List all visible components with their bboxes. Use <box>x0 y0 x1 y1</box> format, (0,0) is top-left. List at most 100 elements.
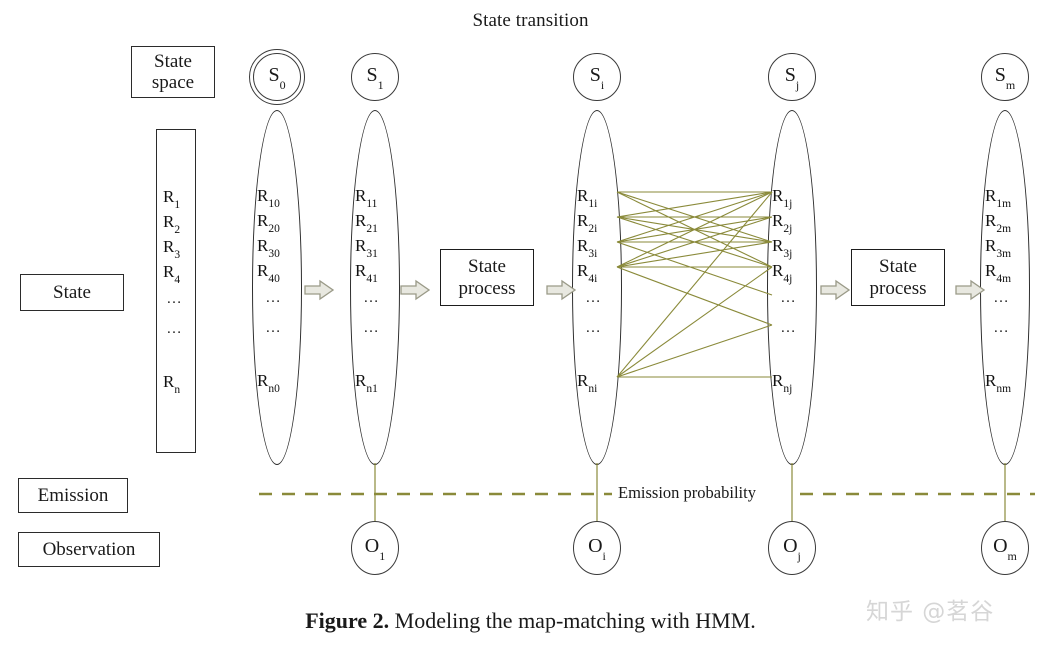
state-candidate-ellipse-col-4 <box>980 110 1030 465</box>
transition-edge <box>616 216 773 268</box>
candidate-R4i: R4i <box>577 261 598 286</box>
candidate-R30: R30 <box>257 236 280 261</box>
flow-arrow-3 <box>546 279 577 301</box>
state-transition-lines <box>616 191 773 378</box>
state-process-box-1[interactable]: State process <box>440 249 534 306</box>
flow-arrow-1 <box>304 279 335 301</box>
state-process-2-line2: process <box>869 277 927 299</box>
candidate-R1j: R1j <box>772 186 793 211</box>
state-process-1-line2: process <box>458 277 516 299</box>
candidate-ellipsis: ... <box>266 290 282 306</box>
emission-label-text: Emission <box>37 484 109 506</box>
observation-node-Oj[interactable]: Oj <box>768 521 816 575</box>
state-space-region-R2: R2 <box>163 212 181 237</box>
state-label-box: State <box>20 274 124 311</box>
watermark: 知乎 @茗谷 <box>866 599 995 625</box>
state-candidate-ellipse-col-1 <box>350 110 400 465</box>
transition-edge <box>616 241 773 268</box>
candidate-Rni: Rni <box>577 371 598 396</box>
transition-edge <box>616 191 773 218</box>
state-space-region-R3: R3 <box>163 237 181 262</box>
observation-label-box: Observation <box>18 532 160 567</box>
state-space-region-R4: R4 <box>163 262 181 287</box>
state-candidate-ellipse-col-2 <box>572 110 622 465</box>
candidate-R10: R10 <box>257 186 280 211</box>
flow-arrow-4 <box>820 279 851 301</box>
state-space-label-box: State space <box>131 46 215 98</box>
transition-edge <box>616 191 773 243</box>
candidate-R3i: R3i <box>577 236 598 261</box>
candidate-Rnj: Rnj <box>772 371 793 396</box>
state-space-region-Rn: Rn <box>163 372 181 397</box>
candidate-R40: R40 <box>257 261 280 286</box>
figure-caption-number: Figure 2. <box>305 608 390 633</box>
candidate-ellipsis: ... <box>781 320 797 336</box>
state-candidate-ellipse-col-0 <box>252 110 302 465</box>
transition-edge <box>616 191 773 378</box>
candidate-R4j: R4j <box>772 261 793 286</box>
state-node-Sj[interactable]: Sj <box>768 53 816 101</box>
state-space-ellipsis: ... <box>167 321 183 337</box>
candidate-ellipsis: ... <box>994 290 1010 306</box>
candidate-R31: R31 <box>355 236 378 261</box>
state-label-text: State <box>53 281 91 303</box>
candidate-ellipsis: ... <box>994 320 1010 336</box>
candidate-R11: R11 <box>355 186 378 211</box>
transition-edge <box>616 191 773 268</box>
state-node-S1[interactable]: S1 <box>351 53 399 101</box>
state-space-label-line2: space <box>151 72 195 93</box>
flow-arrow-2 <box>400 279 431 301</box>
candidate-R3m: R3m <box>985 236 1012 261</box>
candidate-R20: R20 <box>257 211 280 236</box>
state-candidate-ellipse-col-3 <box>767 110 817 465</box>
figure-caption: Figure 2. Modeling the map-matching with… <box>0 608 1061 634</box>
state-space-ellipsis: ... <box>167 291 183 307</box>
flow-arrow-5 <box>955 279 986 301</box>
state-node-Si[interactable]: Si <box>573 53 621 101</box>
observation-node-Om[interactable]: Om <box>981 521 1029 575</box>
state-node-S0[interactable]: S0 <box>249 49 305 105</box>
figure-caption-text: Modeling the map-matching with HMM. <box>389 608 756 633</box>
transition-edge <box>616 216 773 268</box>
candidate-R2i: R2i <box>577 211 598 236</box>
candidate-Rn0: Rn0 <box>257 371 280 396</box>
observation-node-O1[interactable]: O1 <box>351 521 399 575</box>
emission-label-box: Emission <box>18 478 128 513</box>
transition-edge <box>616 191 773 268</box>
candidate-ellipsis: ... <box>364 290 380 306</box>
state-process-2-line1: State <box>879 256 917 278</box>
state-space-region-R1: R1 <box>163 187 181 212</box>
state-node-Sm[interactable]: Sm <box>981 53 1029 101</box>
candidate-R2m: R2m <box>985 211 1012 236</box>
transition-edge <box>616 216 773 243</box>
candidate-ellipsis: ... <box>364 320 380 336</box>
emission-probability-label: Emission probability <box>613 483 761 503</box>
transition-edge <box>616 266 773 378</box>
candidate-R41: R41 <box>355 261 378 286</box>
transition-edge <box>616 241 773 296</box>
candidate-R2j: R2j <box>772 211 793 236</box>
transition-edge <box>616 266 773 326</box>
observation-node-Oi[interactable]: Oi <box>573 521 621 575</box>
candidate-Rn1: Rn1 <box>355 371 378 396</box>
transition-edge <box>616 191 773 243</box>
transition-edge <box>616 324 773 378</box>
candidate-ellipsis: ... <box>781 290 797 306</box>
state-space-label-line1: State <box>154 50 192 72</box>
candidate-R21: R21 <box>355 211 378 236</box>
transition-edge <box>616 216 773 243</box>
candidate-R1i: R1i <box>577 186 598 211</box>
candidate-R3j: R3j <box>772 236 793 261</box>
candidate-ellipsis: ... <box>266 320 282 336</box>
candidate-ellipsis: ... <box>586 320 602 336</box>
state-process-1-line1: State <box>468 256 506 278</box>
candidate-R4m: R4m <box>985 261 1012 286</box>
state-transition-title: State transition <box>472 10 589 31</box>
candidate-R1m: R1m <box>985 186 1012 211</box>
candidate-ellipsis: ... <box>586 290 602 306</box>
observation-label-text: Observation <box>42 538 136 560</box>
state-process-box-2[interactable]: State process <box>851 249 945 306</box>
